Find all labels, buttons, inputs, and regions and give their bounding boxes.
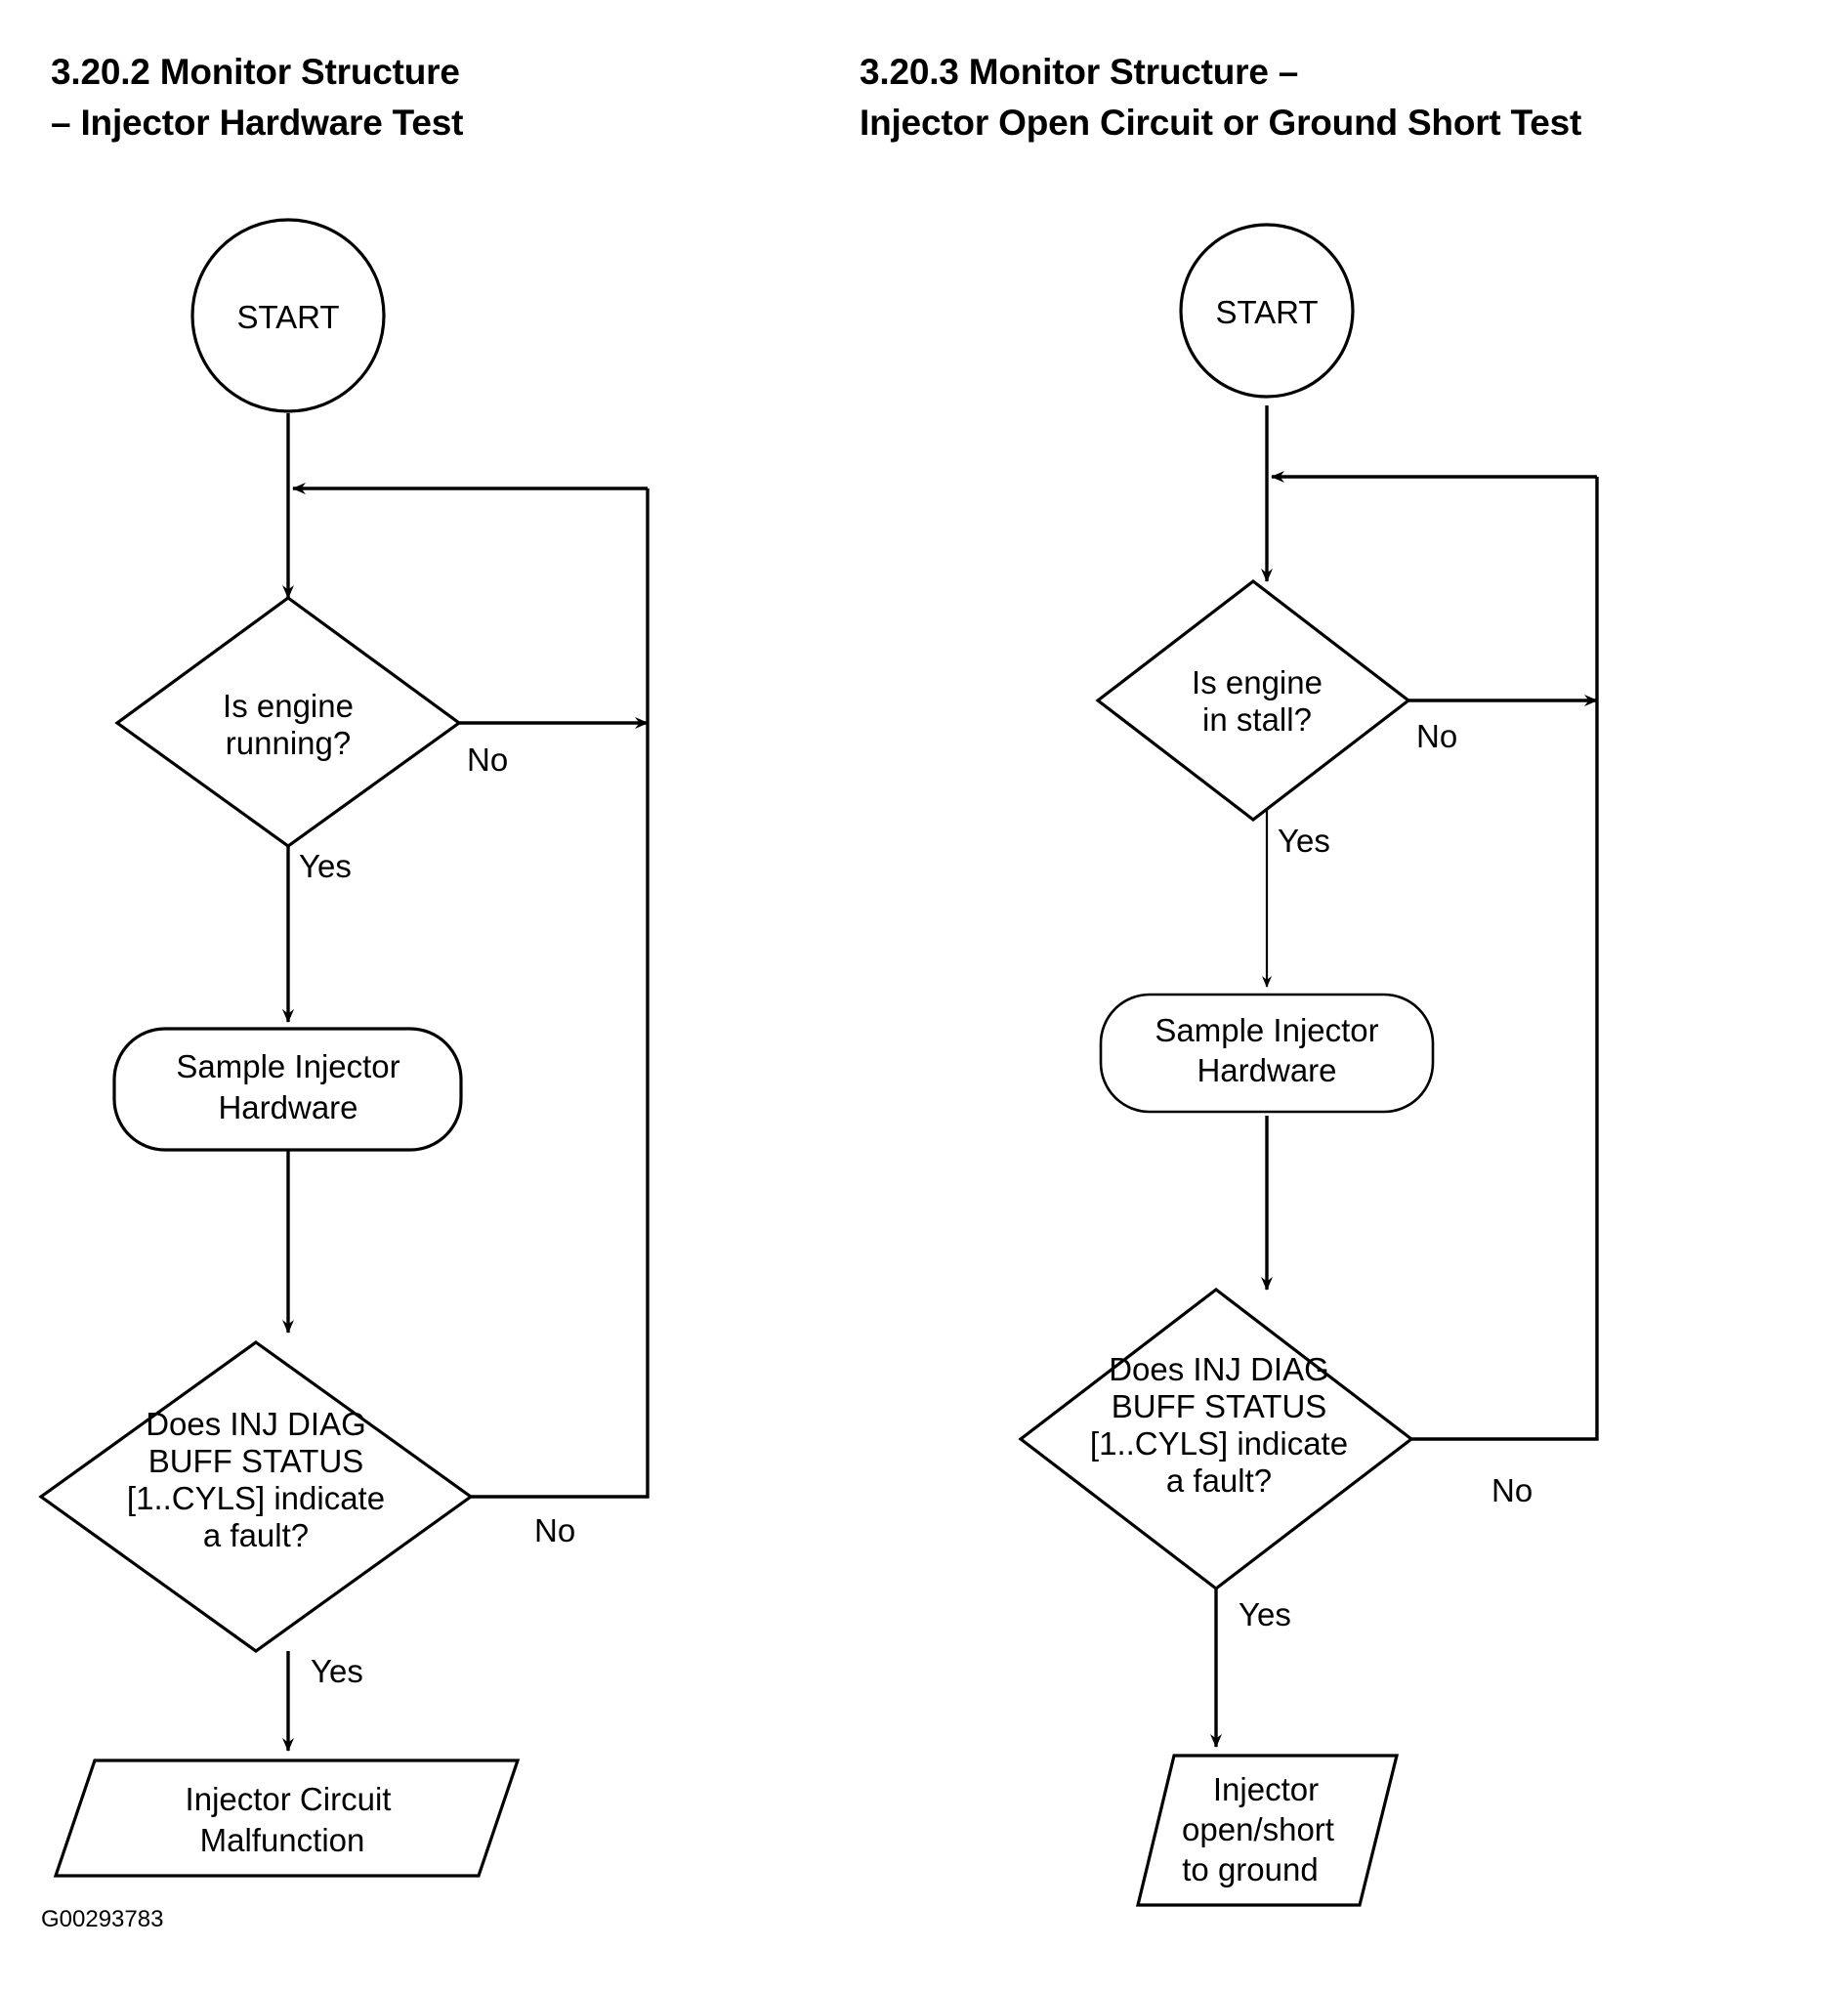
left-start-node [190, 218, 386, 413]
right-decision1-line1: Is engine [1192, 664, 1323, 700]
left-output-line2: Malfunction [200, 1822, 365, 1858]
left-process-node [112, 1027, 463, 1152]
right-edge-decision2-no-riser [1411, 477, 1599, 1441]
left-start-label: START [236, 299, 339, 335]
left-process-line1: Sample Injector [176, 1048, 399, 1084]
left-decision2-line4: a fault? [203, 1517, 309, 1553]
right-decision2-line4: a fault? [1166, 1462, 1272, 1499]
left-chart-group: START Is engine running? No Yes Sample I… [38, 218, 650, 1932]
left-chart-title: 3.20.2 Monitor Structure – Injector Hard… [51, 52, 464, 143]
right-decision2-line3: [1..CYLS] indicate [1090, 1425, 1348, 1462]
left-output-node [53, 1759, 521, 1878]
left-decision1-line1: Is engine [223, 688, 354, 724]
right-chart-group: START Is engine in stall? No Yes Sample … [1018, 223, 1599, 1907]
left-edge-decision2-no-riser [471, 488, 650, 1499]
left-process-line2: Hardware [218, 1089, 357, 1125]
right-process-line1: Sample Injector [1155, 1012, 1378, 1048]
left-decision1-yes-label: Yes [299, 848, 352, 884]
right-process-line2: Hardware [1197, 1052, 1336, 1088]
right-decision1-yes-label: Yes [1278, 823, 1330, 859]
right-output-node [1135, 1754, 1400, 1907]
left-decision2-line1: Does INJ DIAG [146, 1406, 366, 1442]
right-decision1-line2: in stall? [1202, 701, 1312, 738]
right-chart-title: 3.20.3 Monitor Structure – Injector Open… [860, 52, 1582, 143]
right-process-node [1099, 993, 1435, 1114]
right-decision2-yes-label: Yes [1239, 1596, 1291, 1632]
right-start-node [1179, 223, 1355, 399]
left-output-line1: Injector Circuit [186, 1781, 392, 1817]
left-decision1-line2: running? [226, 725, 351, 761]
right-output-line3: to ground [1182, 1851, 1318, 1887]
right-decision2-line2: BUFF STATUS [1112, 1388, 1327, 1424]
left-decision2-yes-label: Yes [311, 1653, 363, 1689]
right-decision1-no-label: No [1416, 718, 1457, 754]
left-decision1-node [114, 596, 462, 848]
right-output-line2: open/short [1182, 1811, 1334, 1847]
left-decision1-no-label: No [467, 742, 508, 778]
left-decision2-no-label: No [534, 1512, 575, 1548]
right-start-label: START [1215, 294, 1318, 330]
right-decision1-node [1095, 578, 1411, 823]
left-decision2-line2: BUFF STATUS [148, 1443, 364, 1479]
right-decision2-no-label: No [1491, 1472, 1533, 1508]
left-decision2-line3: [1..CYLS] indicate [127, 1480, 385, 1516]
figure-code-label: G00293783 [41, 1906, 163, 1932]
right-output-line1: Injector [1213, 1771, 1319, 1807]
right-decision2-node [1018, 1287, 1414, 1591]
right-decision2-line1: Does INJ DIAG [1109, 1351, 1329, 1387]
left-decision2-node [38, 1340, 474, 1653]
